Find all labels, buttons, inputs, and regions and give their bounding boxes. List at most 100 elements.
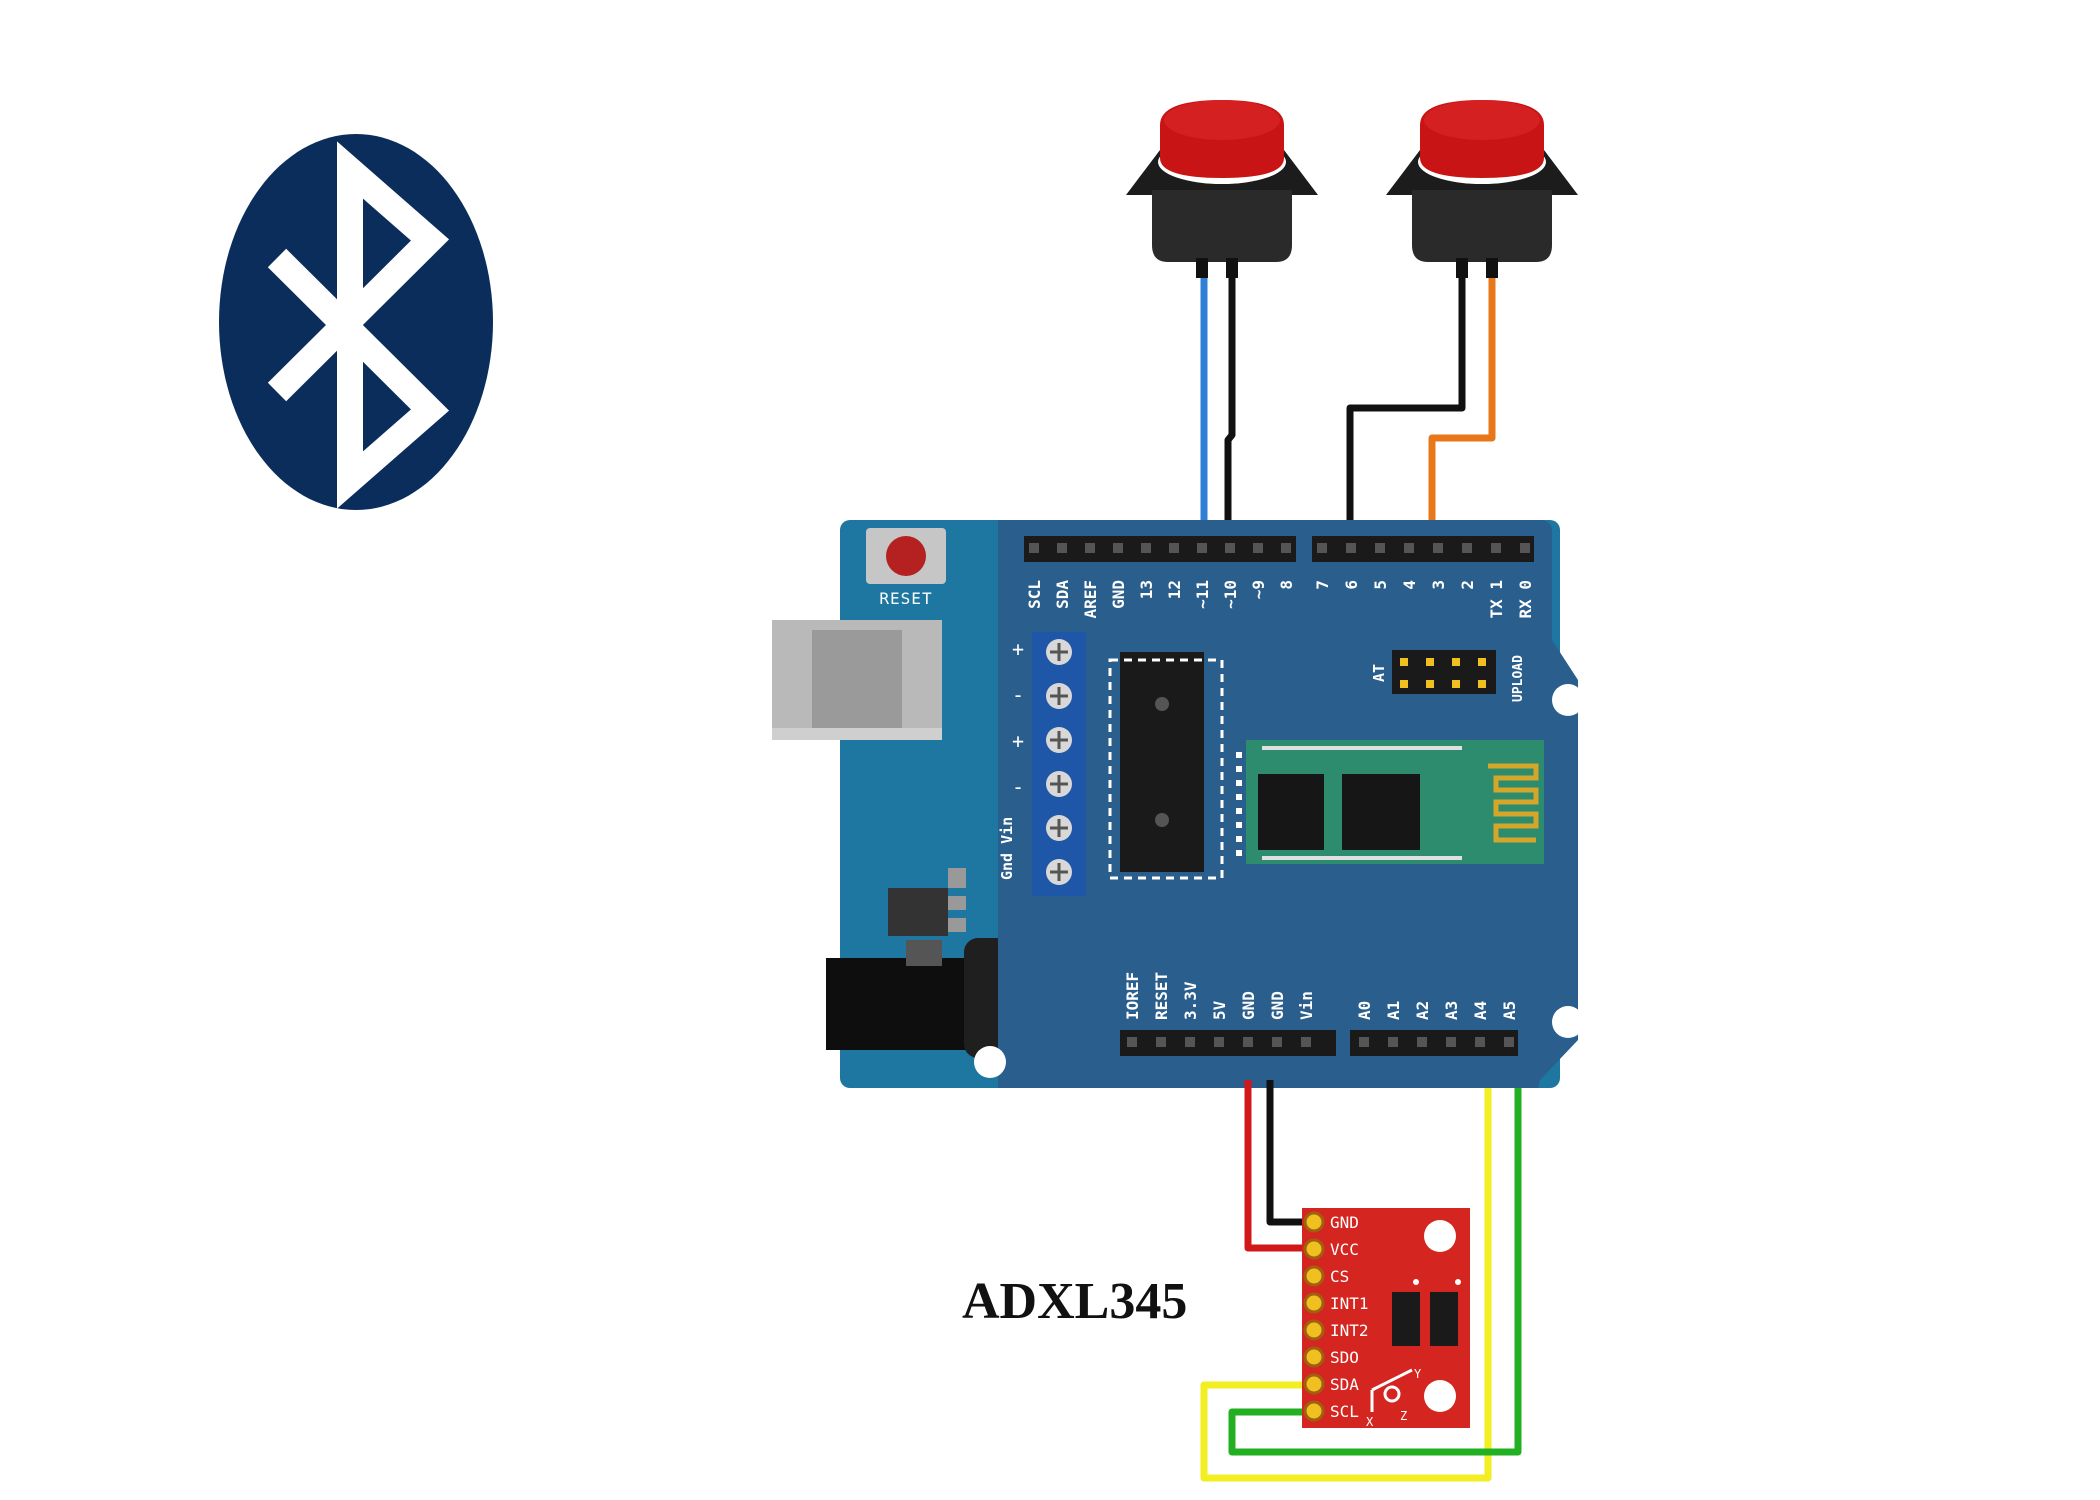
top-right-pin-label: 3: [1429, 580, 1448, 590]
power-pin-socket: [1156, 1037, 1166, 1047]
sensor-pin: [1303, 1292, 1325, 1314]
bluetooth-module: [1236, 740, 1544, 864]
power-pin-label: IOREF: [1123, 972, 1142, 1020]
top-right-pin-socket: [1375, 543, 1385, 553]
terminal-mark: +: [1012, 729, 1024, 753]
push-button-left: [1126, 100, 1318, 278]
sensor-pin-label: SDO: [1330, 1348, 1359, 1367]
power-pin-socket: [1127, 1037, 1137, 1047]
power-pin-label: GND: [1239, 991, 1258, 1020]
top-left-pin-label: ~11: [1193, 580, 1212, 609]
top-left-pin-socket: [1253, 543, 1263, 553]
sensor-wires: [1200, 1080, 1522, 1482]
wire-black-2: [1346, 270, 1466, 520]
antenna-icon: [1488, 763, 1539, 843]
analog-pin-label: A4: [1471, 1001, 1490, 1020]
wire-black-3: [1266, 1080, 1312, 1226]
sensor-pin-label: INT1: [1330, 1294, 1369, 1313]
top-left-pin-socket: [1085, 543, 1095, 553]
top-right-pin-label: TX 1: [1487, 580, 1506, 619]
wire-yellow: [1200, 1088, 1492, 1482]
top-left-pin-socket: [1141, 543, 1151, 553]
sensor-pin-label: SDA: [1330, 1375, 1359, 1394]
bluetooth-icon: [219, 134, 493, 510]
top-left-pin-socket: [1029, 543, 1039, 553]
top-right-pin-label: 5: [1371, 580, 1390, 590]
top-right-pin-socket: [1462, 543, 1472, 553]
top-right-pin-socket: [1520, 543, 1530, 553]
sensor-pin: [1303, 1319, 1325, 1341]
power-pin-label: Vin: [1297, 991, 1316, 1020]
sensor-pin: [1303, 1400, 1325, 1422]
wire-orange: [1428, 270, 1496, 520]
power-pin-socket: [1272, 1037, 1282, 1047]
axis-label-x: X: [1366, 1415, 1374, 1429]
top-left-pin-socket: [1169, 543, 1179, 553]
button-wires: [1200, 270, 1496, 520]
top-right-pin-label: RX 0: [1516, 580, 1535, 619]
top-left-pin-socket: [1197, 543, 1207, 553]
top-left-pin-label: GND: [1109, 580, 1128, 609]
top-right-pin-label: 6: [1342, 580, 1361, 590]
top-left-pin-label: 12: [1165, 580, 1184, 599]
top-right-pin-socket: [1317, 543, 1327, 553]
reset-label: RESET: [879, 589, 932, 608]
analog-pin-socket: [1388, 1037, 1398, 1047]
sensor-pin: [1303, 1265, 1325, 1287]
terminal-mark: -: [1012, 775, 1024, 799]
top-left-pin-socket: [1113, 543, 1123, 553]
analog-pin-socket: [1446, 1037, 1456, 1047]
power-pin-socket: [1243, 1037, 1253, 1047]
push-button-right: [1386, 100, 1578, 278]
top-left-pin-label: AREF: [1081, 580, 1100, 619]
power-pin-socket: [1214, 1037, 1224, 1047]
sensor-pin-label: INT2: [1330, 1321, 1369, 1340]
sensor-title: ADXL345: [962, 1273, 1187, 1330]
terminal-label: Gnd Vin: [998, 817, 1016, 880]
top-right-pin-socket: [1433, 543, 1443, 553]
top-left-pin-socket: [1225, 543, 1235, 553]
axis-indicator: [1370, 1368, 1413, 1412]
top-left-pin-label: SDA: [1053, 580, 1072, 609]
sensor-pin-label: GND: [1330, 1213, 1359, 1232]
power-pin-label: 3.3V: [1181, 981, 1200, 1020]
sensor-pin-label: VCC: [1330, 1240, 1359, 1259]
top-left-pin-label: SCL: [1025, 580, 1044, 609]
analog-pin-socket: [1475, 1037, 1485, 1047]
sensor-pin: [1303, 1373, 1325, 1395]
analog-pin-socket: [1417, 1037, 1427, 1047]
analog-pin-socket: [1504, 1037, 1514, 1047]
power-pin-label: 5V: [1210, 1000, 1229, 1020]
top-left-pin-label: 8: [1277, 580, 1296, 590]
axis-label-z: Z: [1400, 1409, 1407, 1423]
power-pin-socket: [1185, 1037, 1195, 1047]
at-header: AT UPLOAD: [1370, 650, 1526, 702]
axis-label-y: Y: [1414, 1367, 1422, 1381]
analog-pin-label: A0: [1355, 1001, 1374, 1020]
power-pin-label: GND: [1268, 991, 1287, 1020]
sensor-pin-label: SCL: [1330, 1402, 1359, 1421]
reset-button: RESET: [866, 528, 946, 608]
top-right-pin-socket: [1491, 543, 1501, 553]
screw-terminal: +-+- Gnd Vin: [998, 632, 1086, 896]
voltage-regulator: [888, 868, 966, 966]
sensor-pin: [1303, 1238, 1325, 1260]
top-right-pin-socket: [1404, 543, 1414, 553]
analog-pin-label: A3: [1442, 1001, 1461, 1020]
at-label: AT: [1370, 664, 1388, 682]
sensor-pin: [1303, 1346, 1325, 1368]
wire-black-1: [1224, 270, 1236, 520]
microcontroller-chip: [1108, 652, 1224, 880]
analog-header: [1350, 1030, 1518, 1056]
usb-port-icon: [772, 620, 942, 740]
top-left-pin-label: 13: [1137, 580, 1156, 599]
top-left-pin-socket: [1281, 543, 1291, 553]
top-right-pin-label: 2: [1458, 580, 1477, 590]
upload-label: UPLOAD: [1511, 655, 1526, 702]
